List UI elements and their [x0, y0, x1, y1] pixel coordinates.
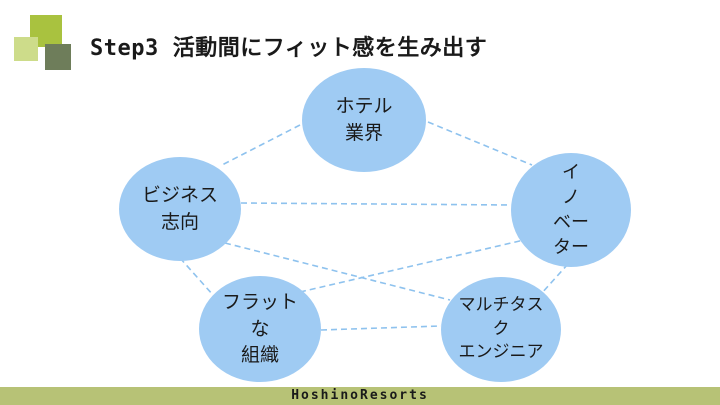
connector-biz-flat: [179, 257, 214, 296]
node-flat-organization: フラット な 組織: [199, 276, 321, 382]
connector-flat-inno: [299, 239, 525, 293]
logo-square-light: [14, 37, 38, 61]
node-label: マルチタス ク エンジニア: [458, 294, 544, 363]
node-label: ホテル 業界: [335, 95, 393, 144]
logo-square-dark: [45, 44, 71, 70]
node-business-oriented: ビジネス 志向: [119, 157, 241, 261]
node-hotel-industry: ホテル 業界: [302, 68, 426, 172]
logo-squares: [0, 0, 80, 72]
node-label: イ ノ ベー ター: [553, 161, 589, 259]
slide-title-step: Step3: [90, 36, 159, 61]
node-label: ビジネス 志向: [141, 184, 218, 233]
connector-flat-multi: [320, 325, 442, 331]
connector-biz-multi: [224, 242, 451, 301]
slide-title-text: 活動間にフィット感を生み出す: [172, 36, 488, 61]
connector-hotel-inno: [427, 121, 533, 166]
slide-title: Step3 活動間にフィット感を生み出す: [90, 30, 487, 62]
node-label: フラット な 組織: [221, 291, 298, 367]
connector-hotel-biz: [221, 124, 301, 166]
node-innovator: イ ノ ベー ター: [511, 153, 631, 267]
footer-bar: [0, 387, 720, 405]
connector-biz-inno: [240, 202, 512, 206]
footer-brand: HoshinoResorts: [291, 388, 429, 403]
node-multitask-engineer: マルチタス ク エンジニア: [441, 277, 561, 382]
connector-inno-multi: [540, 263, 569, 295]
